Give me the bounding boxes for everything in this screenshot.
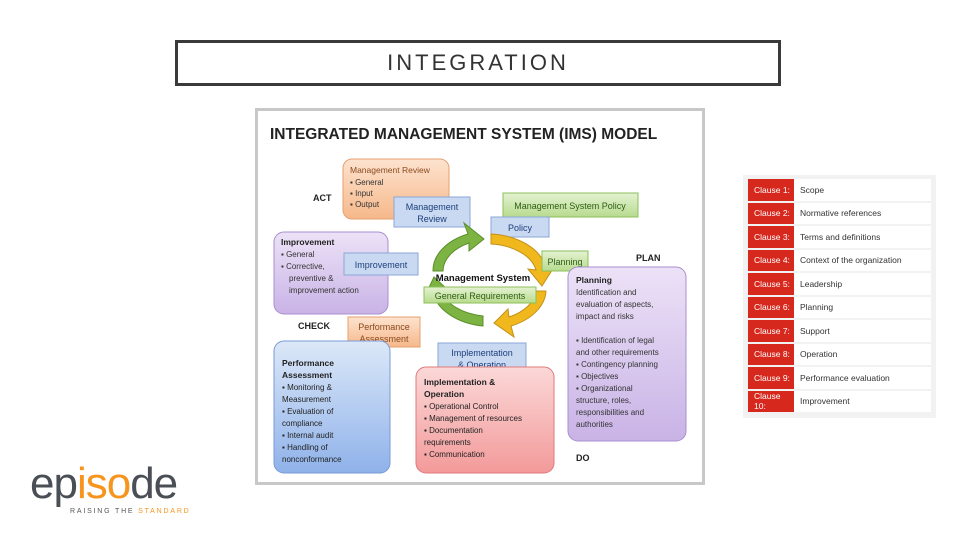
svg-text:preventive &: preventive & xyxy=(289,274,334,283)
center-title: Management System xyxy=(436,273,531,284)
clause-number: Clause 6: xyxy=(748,296,794,319)
episode-logo: episode RAISING THE STANDARD xyxy=(30,462,200,520)
svg-text:▪ Monitoring &: ▪ Monitoring & xyxy=(282,383,333,392)
planning-box: Planning Identification and evaluation o… xyxy=(567,266,687,442)
clause-name: Context of the organization xyxy=(794,249,931,272)
clause-number: Clause 3: xyxy=(748,226,794,249)
management-review-tag: Management Review xyxy=(393,196,471,228)
clause-name: Normative references xyxy=(794,202,931,225)
planning-tag: Planning xyxy=(541,250,589,272)
svg-text:▪ Output: ▪ Output xyxy=(350,200,380,209)
svg-text:Performance: Performance xyxy=(282,358,334,368)
svg-text:Implementation: Implementation xyxy=(451,348,513,358)
svg-text:Performance: Performance xyxy=(358,322,410,332)
svg-text:▪ General: ▪ General xyxy=(281,250,315,259)
clause-number: Clause 8: xyxy=(748,343,794,366)
svg-text:Assessment: Assessment xyxy=(282,370,332,380)
clause-number: Clause 1: xyxy=(748,179,794,202)
clause-table: Clause 1:Scope Clause 2:Normative refere… xyxy=(743,175,936,418)
svg-text:Improvement: Improvement xyxy=(355,260,408,270)
improvement-tag: Improvement xyxy=(343,252,419,276)
svg-text:▪ Internal audit: ▪ Internal audit xyxy=(282,431,334,440)
svg-text:Management: Management xyxy=(406,202,459,212)
clause-number: Clause 2: xyxy=(748,202,794,225)
svg-text:& Operation: & Operation xyxy=(458,360,506,370)
diagram-title: INTEGRATED MANAGEMENT SYSTEM (IMS) MODEL xyxy=(270,126,657,143)
implementation-box: Implementation & Operation ▪ Operational… xyxy=(415,366,555,474)
clause-name: Support xyxy=(794,320,931,343)
clause-row: Clause 4:Context of the organization xyxy=(748,249,931,273)
performance-box: Performance Assessment ▪ Monitoring & Me… xyxy=(273,340,391,474)
svg-text:Improvement: Improvement xyxy=(281,237,335,247)
svg-text:Management System Policy: Management System Policy xyxy=(514,201,626,211)
phase-plan: PLAN xyxy=(636,253,661,263)
clause-number: Clause 10: xyxy=(748,390,794,413)
svg-text:Implementation &: Implementation & xyxy=(424,377,495,387)
clause-row: Clause 7:Support xyxy=(748,320,931,344)
clause-number: Clause 9: xyxy=(748,367,794,390)
center-subtitle: General Requirements xyxy=(423,286,537,304)
svg-text:compliance: compliance xyxy=(282,419,323,428)
clause-row: Clause 2:Normative references xyxy=(748,202,931,226)
svg-text:responsibilities and: responsibilities and xyxy=(576,408,644,417)
phase-check: CHECK xyxy=(298,321,331,331)
phase-act: ACT xyxy=(313,193,332,203)
svg-text:▪ Organizational: ▪ Organizational xyxy=(576,384,633,393)
logo-wordmark: episode xyxy=(30,459,178,508)
svg-text:▪ Objectives: ▪ Objectives xyxy=(576,372,618,381)
svg-text:authorities: authorities xyxy=(576,420,613,429)
svg-text:requirements: requirements xyxy=(424,438,471,447)
svg-text:▪ Contingency planning: ▪ Contingency planning xyxy=(576,360,658,369)
management-review-heading: Management Review xyxy=(350,165,431,175)
svg-text:evaluation of aspects,: evaluation of aspects, xyxy=(576,300,653,309)
svg-text:▪ Input: ▪ Input xyxy=(350,189,374,198)
clause-name: Planning xyxy=(794,296,931,319)
clause-row: Clause 10:Improvement xyxy=(748,390,931,414)
svg-text:and other requirements: and other requirements xyxy=(576,348,659,357)
svg-text:▪ Management of resources: ▪ Management of resources xyxy=(424,414,522,423)
clause-row: Clause 3:Terms and definitions xyxy=(748,226,931,250)
clause-row: Clause 9:Performance evaluation xyxy=(748,367,931,391)
svg-text:▪ Evaluation of: ▪ Evaluation of xyxy=(282,407,334,416)
clause-name: Improvement xyxy=(794,390,931,413)
clause-number: Clause 7: xyxy=(748,320,794,343)
svg-text:▪ General: ▪ General xyxy=(350,178,384,187)
ims-model-diagram: INTEGRATED MANAGEMENT SYSTEM (IMS) MODEL… xyxy=(255,108,705,485)
svg-text:▪ Corrective,: ▪ Corrective, xyxy=(281,262,325,271)
svg-text:Assessment: Assessment xyxy=(359,334,409,344)
svg-text:▪ Communication: ▪ Communication xyxy=(424,450,485,459)
clause-row: Clause 6:Planning xyxy=(748,296,931,320)
svg-text:▪ Identification of legal: ▪ Identification of legal xyxy=(576,336,654,345)
svg-text:▪ Operational Control: ▪ Operational Control xyxy=(424,402,499,411)
clause-name: Terms and definitions xyxy=(794,226,931,249)
clause-row: Clause 5:Leadership xyxy=(748,273,931,297)
svg-text:Identification and: Identification and xyxy=(576,288,637,297)
svg-text:▪ Documentation: ▪ Documentation xyxy=(424,426,483,435)
svg-text:Policy: Policy xyxy=(508,223,533,233)
clause-number: Clause 5: xyxy=(748,273,794,296)
clause-number: Clause 4: xyxy=(748,249,794,272)
svg-text:Measurement: Measurement xyxy=(282,395,332,404)
svg-text:improvement action: improvement action xyxy=(289,286,359,295)
phase-do: DO xyxy=(576,453,590,463)
clause-name: Leadership xyxy=(794,273,931,296)
svg-text:General Requirements: General Requirements xyxy=(435,291,526,301)
svg-text:Planning: Planning xyxy=(576,275,612,285)
slide-title: INTEGRATION xyxy=(175,40,781,86)
clause-row: Clause 8:Operation xyxy=(748,343,931,367)
clause-row: Clause 1:Scope xyxy=(748,179,931,203)
svg-text:▪ Handling of: ▪ Handling of xyxy=(282,443,328,452)
svg-text:impact and risks: impact and risks xyxy=(576,312,634,321)
logo-tagline: RAISING THE STANDARD xyxy=(70,508,191,515)
clause-name: Scope xyxy=(794,179,931,202)
svg-text:Operation: Operation xyxy=(424,389,464,399)
management-system-policy: Management System Policy xyxy=(502,192,639,218)
clause-name: Operation xyxy=(794,343,931,366)
svg-text:Review: Review xyxy=(417,214,447,224)
svg-text:structure, roles,: structure, roles, xyxy=(576,396,631,405)
clause-name: Performance evaluation xyxy=(794,367,931,390)
svg-text:nonconformance: nonconformance xyxy=(282,455,342,464)
svg-text:Planning: Planning xyxy=(547,257,582,267)
policy-tag: Policy xyxy=(490,216,550,238)
